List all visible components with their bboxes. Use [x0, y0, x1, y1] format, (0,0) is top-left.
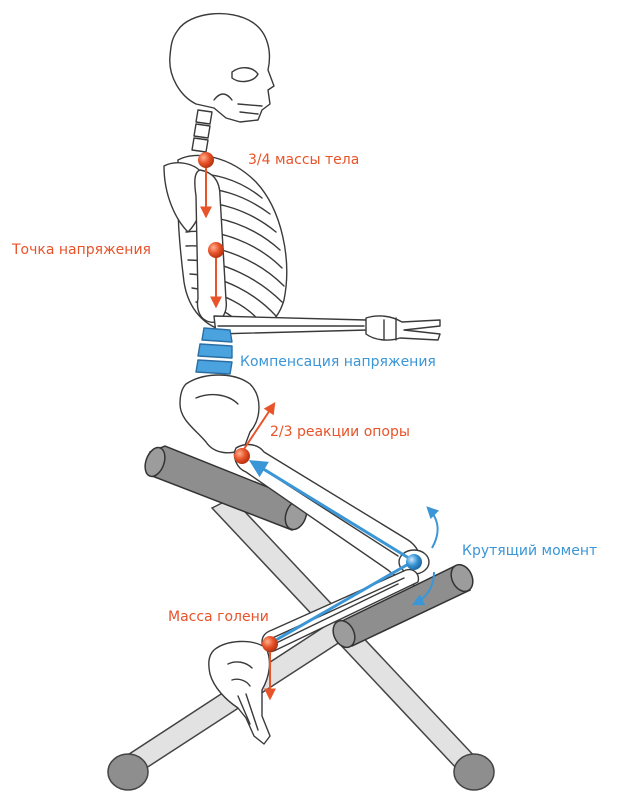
thigh-force-line [248, 460, 413, 562]
knee-torque-point [406, 554, 422, 570]
label-shin-mass: Масса голени [168, 609, 269, 625]
lumbar-spine [195, 327, 233, 375]
seat-cushion [144, 445, 308, 531]
label-tension-point: Точка напряжения [12, 242, 151, 258]
foot [208, 640, 271, 745]
support-reaction-arrow [241, 402, 276, 453]
torque-arrow-lower [411, 571, 435, 606]
forearm [213, 315, 369, 335]
skeleton [163, 12, 441, 745]
body-mass-point [198, 152, 214, 168]
tension-point [208, 242, 224, 258]
label-torque: Крутящий момент [462, 543, 598, 559]
torque-arrow-upper [426, 506, 440, 549]
support-reaction-point [234, 448, 250, 464]
hand [365, 315, 441, 341]
label-body-mass: 3/4 массы тела [248, 152, 360, 168]
force-points [198, 152, 422, 652]
label-support-reaction: 2/3 реакции опоры [270, 424, 410, 440]
skull [169, 12, 275, 123]
label-tension-compensation: Компенсация напряжения [240, 354, 436, 370]
chair-foot-left [107, 753, 149, 791]
chair-foot-right [453, 753, 495, 791]
shin-force-line [275, 560, 413, 642]
cervical-spine [191, 109, 213, 153]
knee-pad [332, 563, 474, 649]
shin-mass-point [262, 636, 278, 652]
pelvis [179, 374, 260, 454]
force-vectors [200, 164, 440, 701]
